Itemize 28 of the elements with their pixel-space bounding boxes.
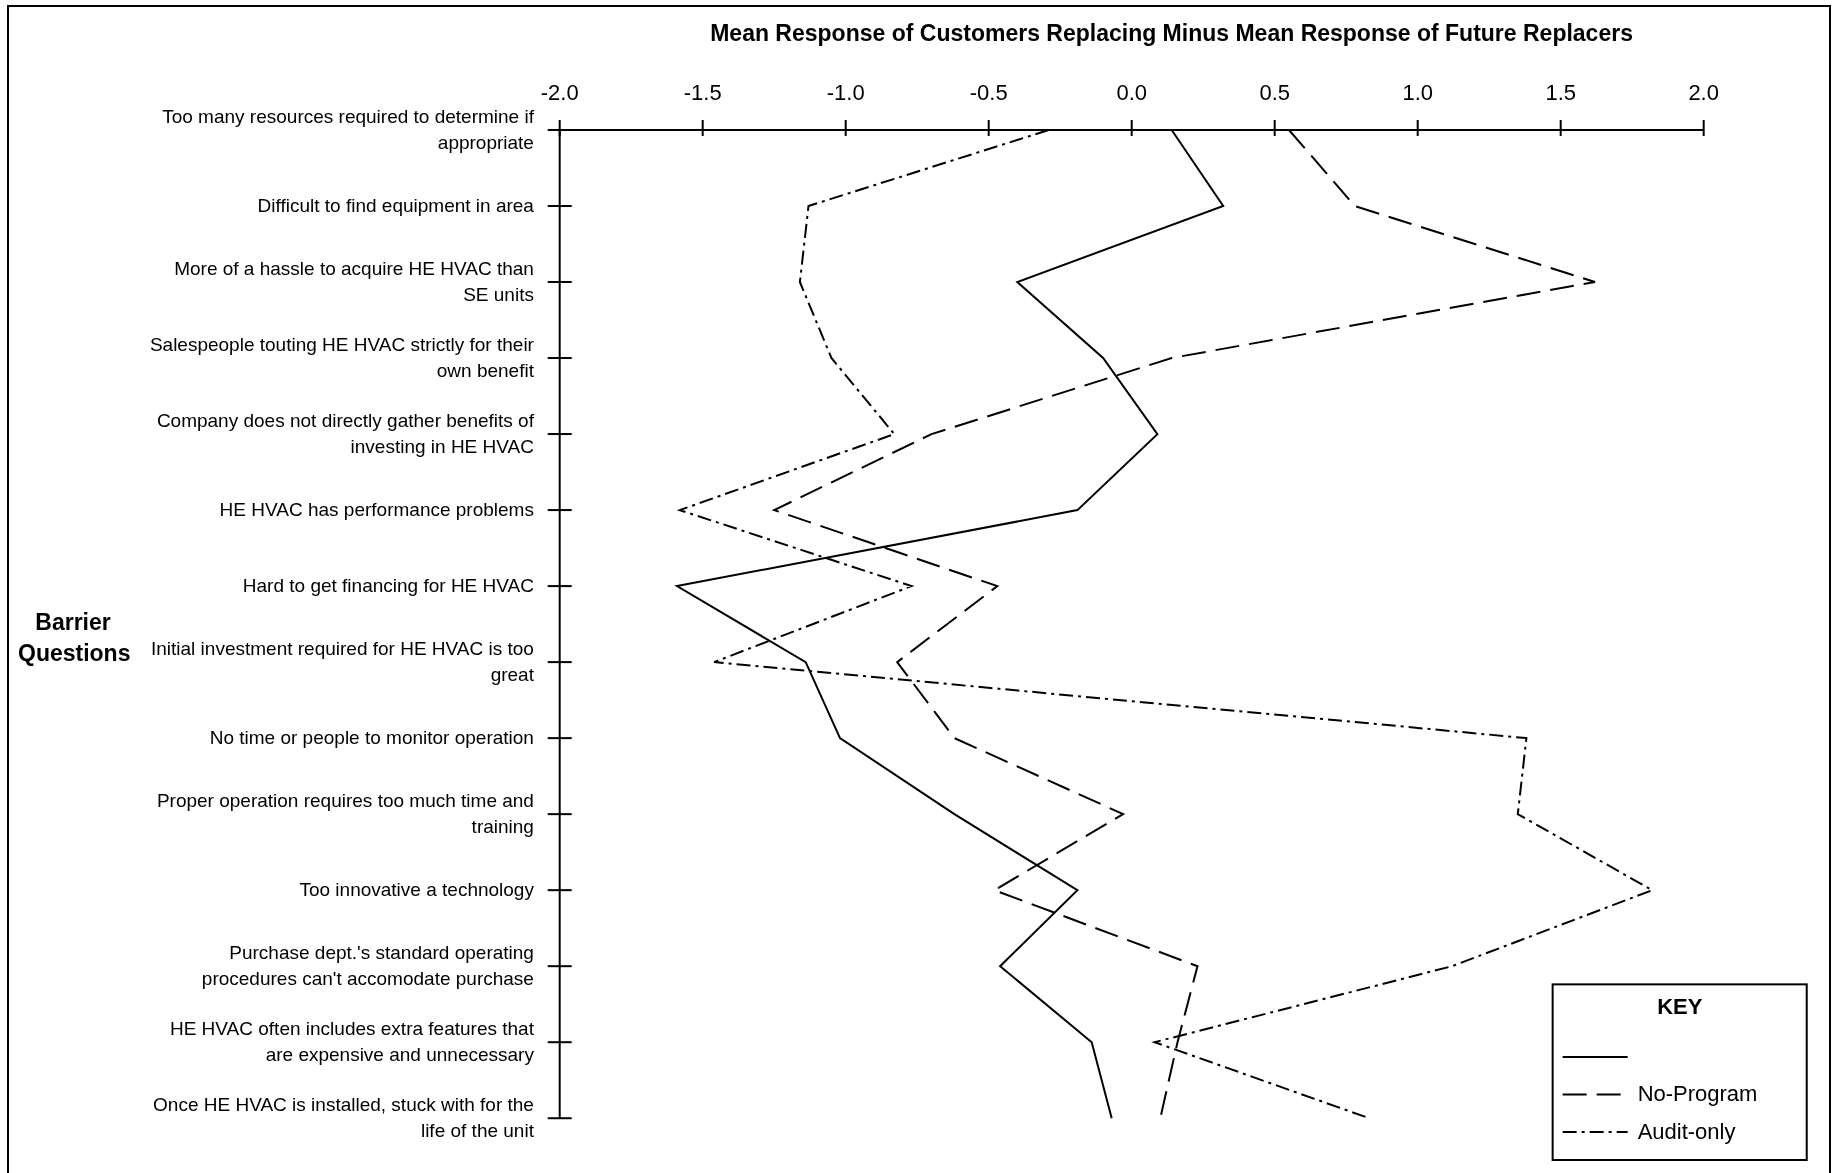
tick-label: -1.0: [825, 79, 866, 106]
tick-label: -1.5: [682, 79, 723, 106]
category-label: Once HE HVAC is installed, stuck with for the life of the unit: [152, 1093, 534, 1144]
category-label: HE HVAC has performance problems: [218, 498, 534, 523]
tick-label: 0.0: [1115, 79, 1148, 106]
category-label: Initial investment required for HE HVAC is too great: [149, 637, 534, 688]
category-label: Too innovative a technology: [298, 878, 534, 903]
tick-label: 1.0: [1401, 79, 1434, 106]
legend-title: KEY: [1657, 994, 1703, 1021]
legend-label: No-Program: [1637, 1081, 1758, 1108]
category-label: More of a hassle to acquire HE HVAC than SE units: [173, 257, 534, 307]
legend-label: Audit-only: [1637, 1118, 1736, 1145]
category-label: No time or people to monitor operation: [208, 726, 534, 751]
category-label: HE HVAC often includes extra features that are expensive and unnecessary: [168, 1017, 534, 1068]
axis-title: Mean Response of Customers Replacing Minus Mean Response of Future Replacers: [710, 20, 1633, 47]
tick-label: -0.5: [968, 79, 1009, 106]
axis-title: Barrier Questions: [18, 608, 128, 669]
category-label: Difficult to find equipment in area: [256, 194, 534, 218]
category-label: Too many resources required to determine if appropriate: [161, 104, 534, 155]
category-label: Purchase dept.'s standard operating procedures can't accomodate purchase: [200, 941, 534, 992]
category-label: Salespeople touting HE HVAC strictly for their own benefit: [148, 333, 534, 383]
category-label: Hard to get financing for HE HVAC: [241, 574, 534, 599]
tick-label: 0.5: [1258, 79, 1291, 106]
tick-label: -2.0: [539, 79, 580, 106]
category-label: Proper operation requires too much time and training: [155, 789, 534, 840]
tick-label: 2.0: [1687, 79, 1720, 106]
tick-label: 1.5: [1544, 79, 1577, 106]
category-label: Company does not directly gather benefits of investing in HE HVAC: [155, 409, 534, 460]
